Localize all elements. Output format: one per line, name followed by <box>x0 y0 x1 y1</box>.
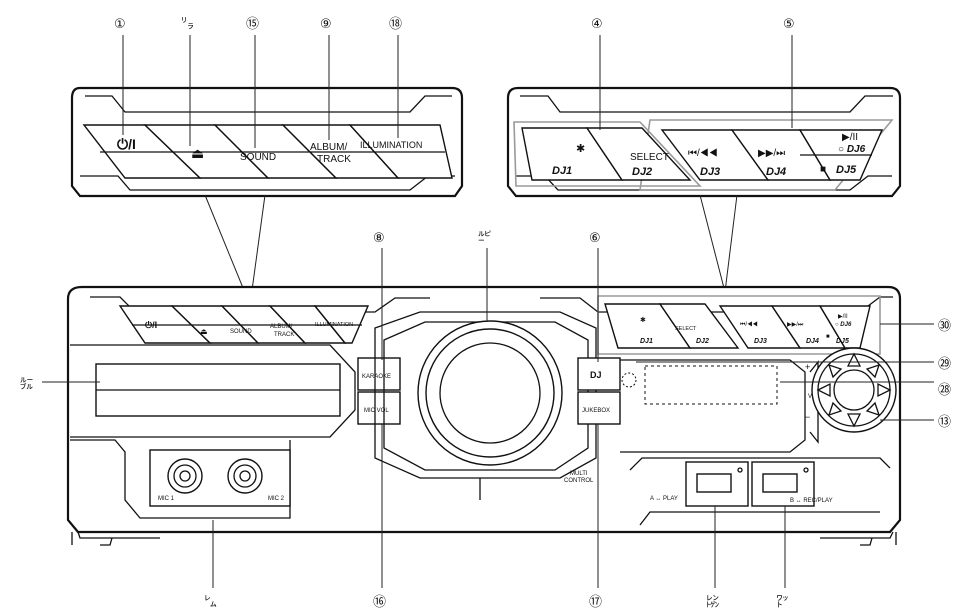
select-label-small: SELECT <box>675 326 697 332</box>
album-label-small-1: ALBUM/ <box>270 324 293 330</box>
play-label-small: ▶/II <box>838 314 848 320</box>
callout-leaders <box>42 35 934 588</box>
remote-sensor <box>621 372 637 388</box>
mic2-label: MIC 2 <box>268 496 285 502</box>
mic1-label: MIC 1 <box>158 496 175 502</box>
bt-icon: ✱ <box>576 143 585 155</box>
zoom-panel-left: ⏻/I ⏏ SOUND ALBUM/ TRACK ILLUMINATION <box>70 86 464 198</box>
dj4-label-small: DJ4 <box>806 338 819 345</box>
multi-control-knob[interactable] <box>425 328 555 458</box>
stop-label-small: ■ <box>826 334 830 340</box>
multi-control-label-1: MULTI <box>570 471 588 477</box>
play-label: ▶/II <box>842 132 858 143</box>
callout-27: ㍗ <box>776 595 789 610</box>
sound-label: SOUND <box>240 152 276 163</box>
zoom-panel-right: ✱ SELECT DJ1 DJ2 ⏮/◀◀ DJ3 ▶▶/⏭ DJ4 ▶/II … <box>506 86 902 198</box>
ff-label: ▶▶/⏭ <box>758 148 785 159</box>
callout-17: ⑰ <box>589 595 602 610</box>
dj-label: DJ <box>590 370 602 380</box>
usb-a-label: A ↔ PLAY <box>650 496 678 502</box>
callout-5: ⑤ <box>783 17 795 32</box>
album-label-1: ALBUM/ <box>310 142 347 153</box>
callout-28: ㉘ <box>938 383 951 398</box>
callout-23: ㍓ <box>478 231 491 246</box>
vol-minus-label: − <box>805 412 810 422</box>
dj3-label-small: DJ3 <box>754 338 767 345</box>
dj-button[interactable] <box>577 357 621 391</box>
callout-1: ① <box>114 17 126 32</box>
vol-plus-label: + <box>805 362 810 372</box>
dj2-label-small: DJ2 <box>696 338 709 345</box>
multi-control-label-2: CONTROL <box>564 478 594 484</box>
callout-25: ㍕ <box>204 595 217 610</box>
callout-9: ⑨ <box>320 17 332 32</box>
jukebox-button[interactable] <box>577 391 621 425</box>
callout-16: ⑯ <box>373 595 386 610</box>
usb-b-port[interactable] <box>762 473 798 493</box>
dj1-label-small: DJ1 <box>640 338 653 345</box>
callout-24: ㍔ <box>20 377 33 392</box>
callout-8: ⑧ <box>373 231 385 246</box>
callout-18: ⑱ <box>389 17 402 32</box>
dj4-label: DJ4 <box>766 166 786 178</box>
dj5-label: DJ5 <box>836 164 857 176</box>
mic-vol-button[interactable] <box>357 391 401 425</box>
eject-label: ⏏ <box>191 145 204 161</box>
callout-4: ④ <box>591 17 603 32</box>
display-panel <box>644 365 778 405</box>
usb-a-port[interactable] <box>696 473 732 493</box>
dj3-label: DJ3 <box>700 166 720 178</box>
dj6-label-small: ○ DJ6 <box>835 322 852 328</box>
callout-29: ㉙ <box>938 357 951 372</box>
power-label: ⏻/I <box>117 136 136 152</box>
illumination-label: ILLUMINATION <box>360 140 422 150</box>
eject-label-small: ⏏ <box>200 327 208 336</box>
power-label-small: ⏻/I <box>145 320 157 330</box>
dj6-label: ○ DJ6 <box>838 144 866 155</box>
album-label-small-2: TRACK <box>274 332 294 338</box>
main-unit: ⏻/I ⏏ SOUND ALBUM/ TRACK ILLUMINATION KA… <box>66 285 902 546</box>
mic-vol-label: MIC VOL <box>364 408 389 414</box>
disc-tray[interactable] <box>70 344 356 438</box>
dj2-label: DJ2 <box>632 166 652 178</box>
stop-label: ■ <box>820 164 826 175</box>
mic2-jack[interactable] <box>227 458 263 494</box>
callout-13: ⑬ <box>938 415 951 430</box>
select-dj2-button[interactable] <box>658 303 740 349</box>
karaoke-label: KARAOKE <box>362 374 391 380</box>
callout-30: ㉚ <box>938 319 951 334</box>
mic1-jack[interactable] <box>167 458 203 494</box>
dj5-label-small: DJ5 <box>836 338 849 345</box>
bt-icon-small: ✱ <box>640 316 646 324</box>
album-label-2: TRACK <box>317 154 351 165</box>
volume-knob-grips <box>816 352 892 428</box>
select-label: SELECT <box>630 152 669 163</box>
usb-b-label: B ↔ REC/PLAY <box>790 498 833 504</box>
jukebox-label: JUKEBOX <box>582 408 610 414</box>
callout-15: ⑮ <box>246 17 259 32</box>
rew-label: ⏮/◀◀ <box>688 148 718 159</box>
volume-knob[interactable] <box>811 347 897 433</box>
illumination-label-small: ILLUMINATION <box>315 322 353 328</box>
rew-label-small: ⏮/◀◀ <box>740 321 758 328</box>
dj1-label: DJ1 <box>552 165 572 177</box>
karaoke-button[interactable] <box>357 357 401 391</box>
select-dj2-button-zoom[interactable] <box>585 127 692 181</box>
sound-label-small: SOUND <box>230 329 252 335</box>
callout-6: ⑥ <box>589 231 601 246</box>
ff-label-small: ▶▶/⏭ <box>787 322 804 328</box>
callout-26: ㍖ <box>706 595 719 610</box>
callout-22: ㍒ <box>181 17 194 32</box>
callout-numbers: ① ㍒ ⑮ ⑨ ⑱ ④ ⑤ ⑧ ㍓ ⑥ ㉚ ㉙ ㉘ ⑬ ㍔ ㍕ ⑯ ⑰ ㍖ ㍗ <box>20 17 951 610</box>
